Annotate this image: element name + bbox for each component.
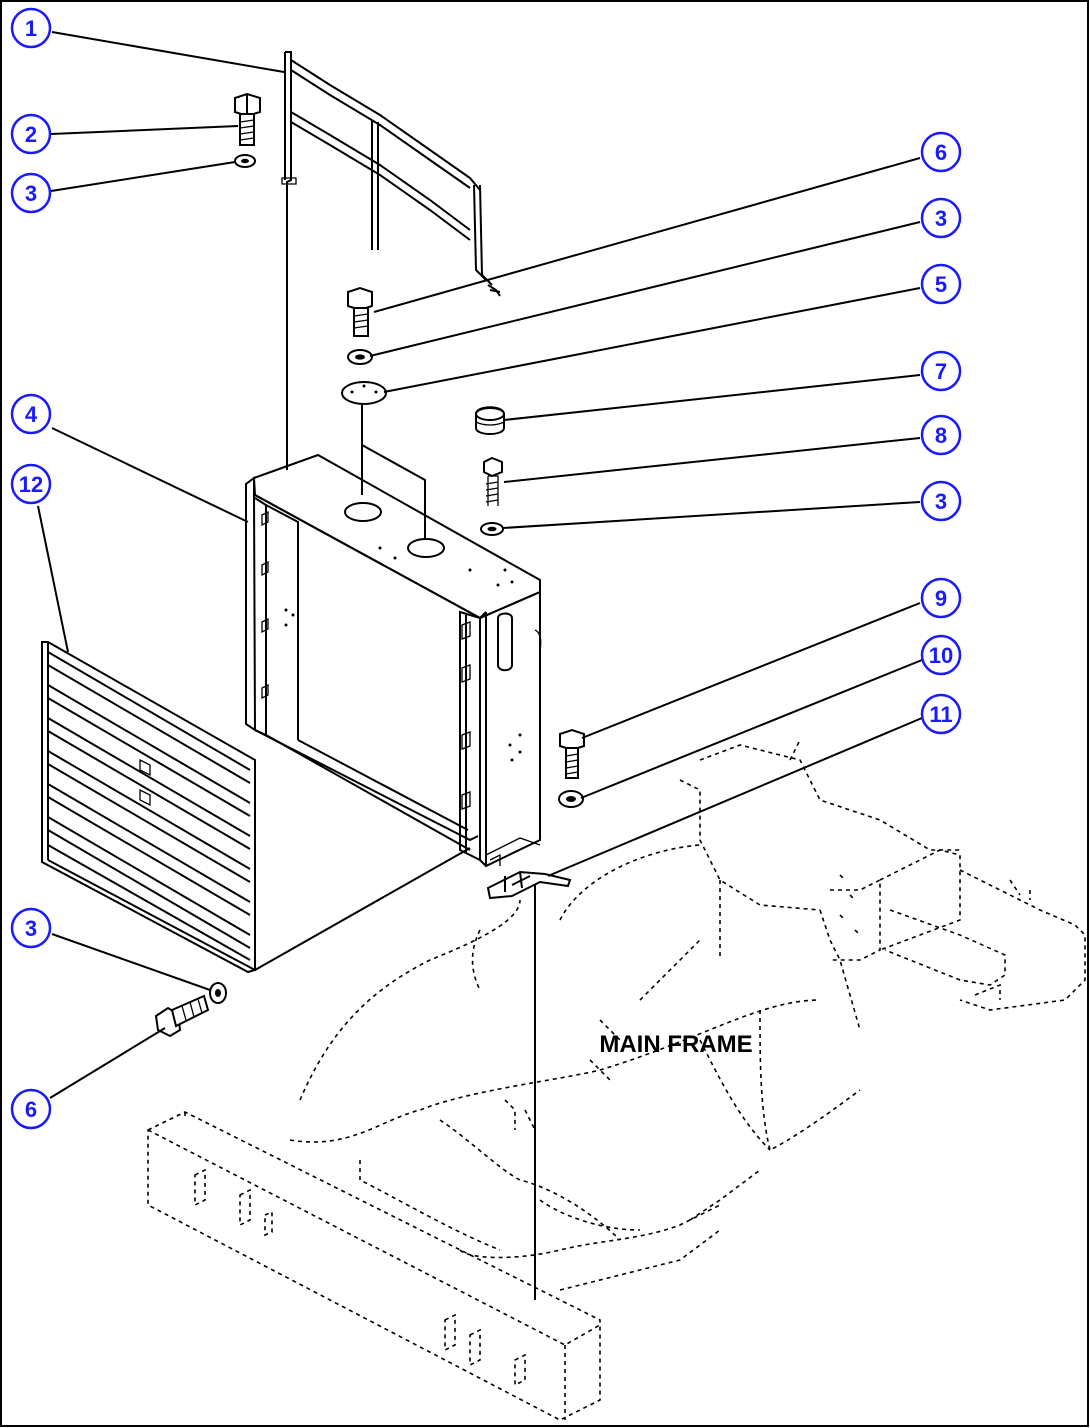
callout-3c-number: 3: [935, 206, 947, 231]
housing-4: [245, 453, 542, 868]
callout-3d: 3: [920, 480, 962, 522]
callout-3c: 3: [920, 197, 962, 239]
bolt-6a: [347, 286, 373, 337]
washer-10: [558, 790, 584, 808]
callout-3b: 3: [10, 907, 52, 949]
bolt-8: [483, 456, 503, 506]
main-frame-outline: [147, 739, 1086, 1421]
callout-1-number: 1: [25, 16, 37, 41]
callout-10: 10: [920, 634, 962, 676]
washer-3a: [234, 154, 256, 168]
washer-3c: [347, 349, 373, 365]
callout-3b-number: 3: [25, 916, 37, 941]
callout-5: 5: [920, 263, 962, 305]
main-frame-label: MAIN FRAME: [599, 1031, 752, 1058]
callout-5-number: 5: [935, 272, 947, 297]
callout-8-number: 8: [935, 423, 947, 448]
bolt-6b: [154, 994, 210, 1038]
callout-8: 8: [920, 414, 962, 456]
callout-4-number: 4: [25, 402, 38, 427]
callout-6b-number: 6: [935, 140, 947, 165]
cap-7: [475, 406, 505, 435]
callout-2: 2: [10, 113, 52, 155]
grille-12: [41, 641, 471, 974]
callout-7: 7: [920, 350, 962, 392]
callout-4: 4: [10, 393, 52, 435]
callout-12-number: 12: [19, 472, 43, 497]
callout-3a: 3: [10, 172, 52, 214]
callout-10-number: 10: [929, 643, 953, 668]
callout-9: 9: [920, 577, 962, 619]
bolt-9: [559, 728, 585, 779]
callout-9-number: 9: [935, 586, 947, 611]
callout-1: 1: [10, 7, 52, 49]
washer-3b: [209, 982, 227, 1004]
bracket-11: [486, 870, 572, 900]
bolt-2: [234, 92, 261, 146]
callout-7-number: 7: [935, 359, 947, 384]
callout-6a-number: 6: [25, 1097, 37, 1122]
callout-3a-number: 3: [25, 181, 37, 206]
handrail: [281, 51, 501, 470]
callout-6a: 6: [10, 1088, 52, 1130]
leader-lines: [37, 31, 923, 1099]
callout-2-number: 2: [25, 122, 37, 147]
callout-6b: 6: [920, 131, 962, 173]
callout-3d-number: 3: [935, 489, 947, 514]
washer-3d: [480, 522, 504, 536]
callout-11-number: 11: [929, 702, 952, 727]
callout-11: 11: [920, 693, 962, 735]
callout-12: 12: [10, 463, 52, 505]
